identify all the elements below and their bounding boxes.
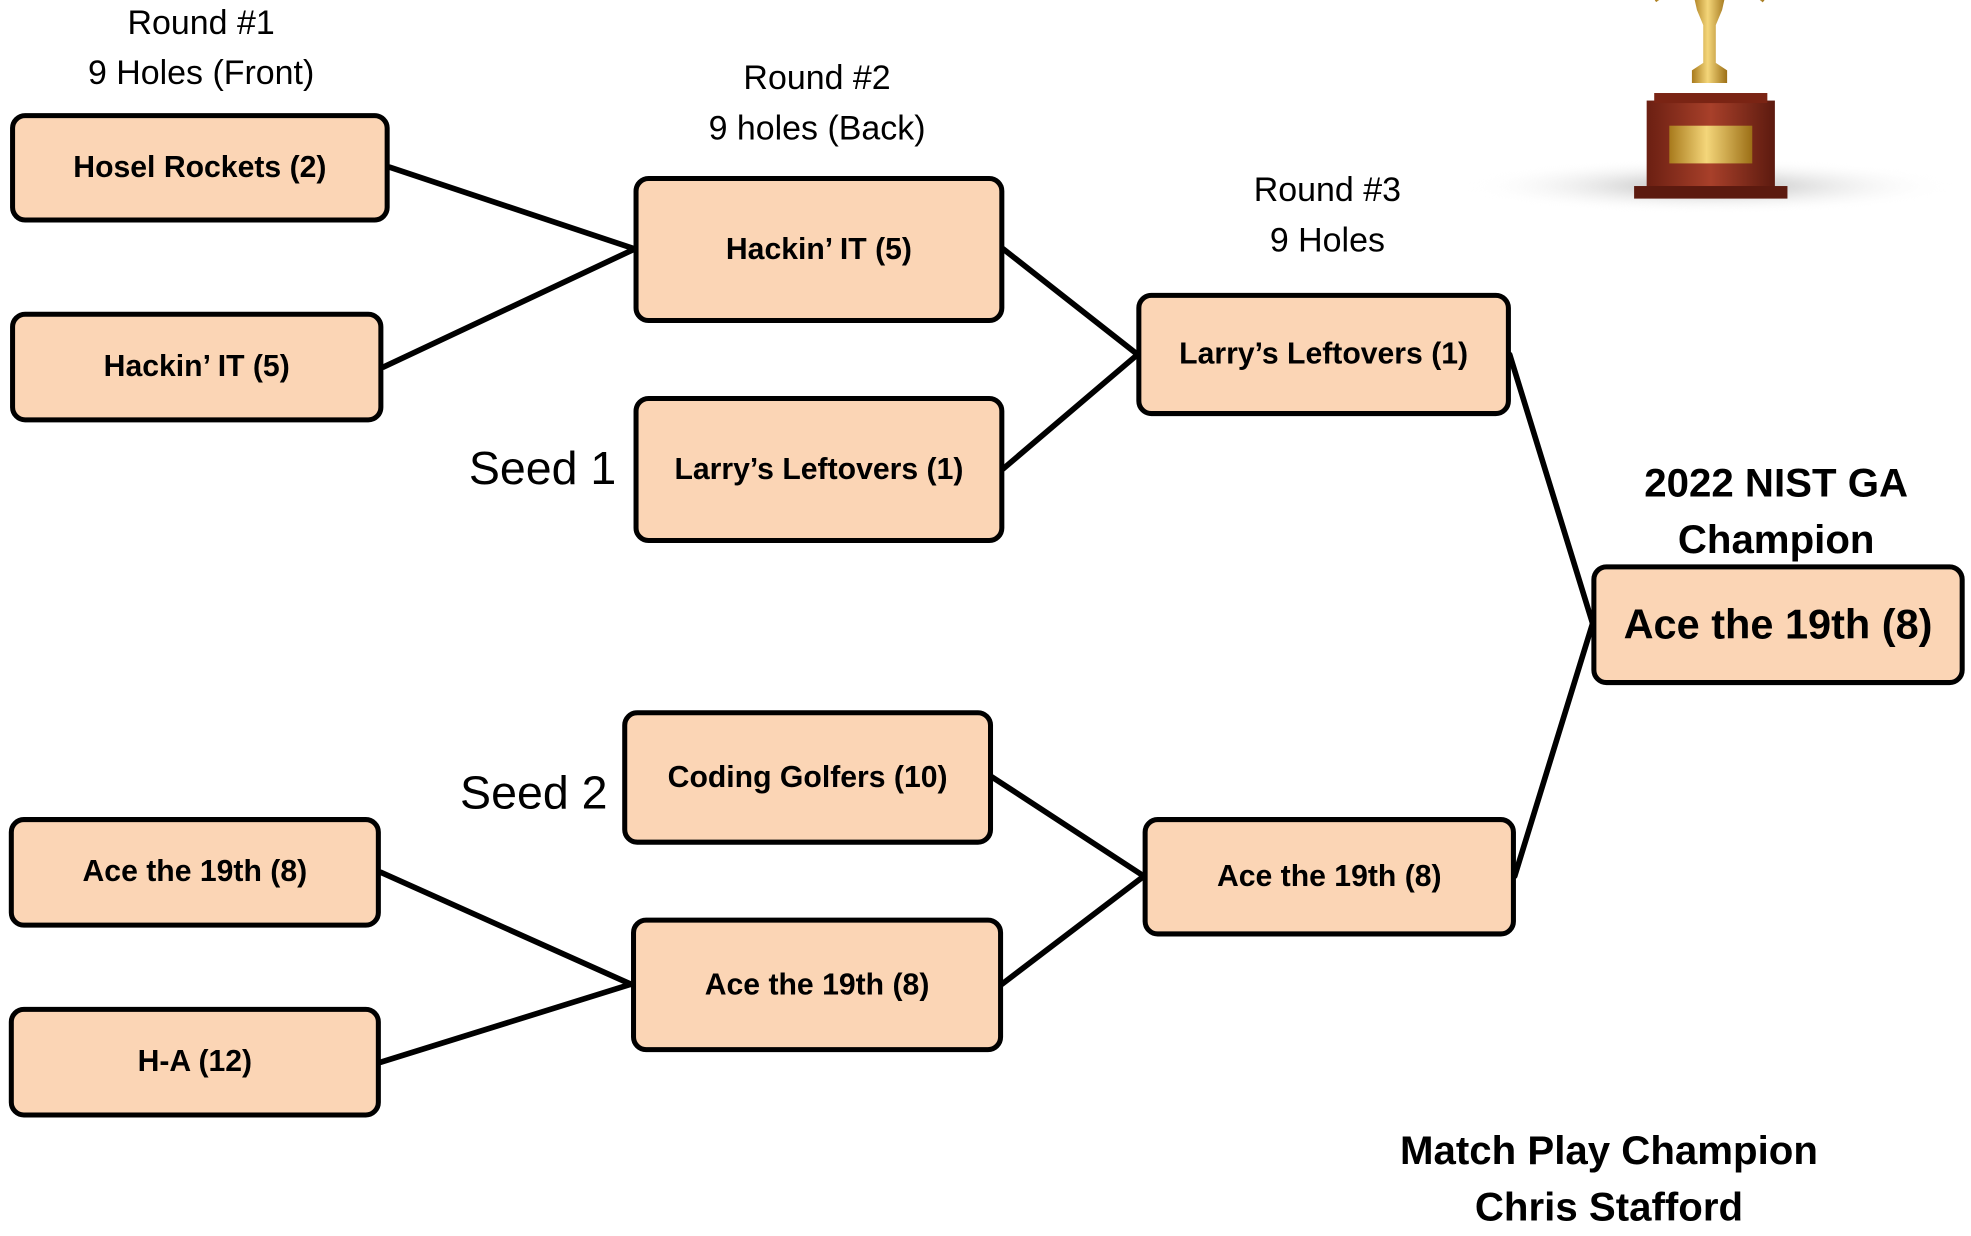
- team-box-champion: Ace the 19th (8): [1591, 564, 1965, 686]
- connector-line: [999, 873, 1147, 988]
- connector-line: [1000, 351, 1141, 472]
- trophy-icon: [1464, 0, 1955, 214]
- connector-line: [380, 246, 638, 370]
- round-1-header: Round #1 9 Holes (Front): [50, 0, 352, 98]
- team-box-round2-hackin-it: Hackin’ IT (5): [633, 175, 1005, 324]
- team-box-round1-hackin-it: Hackin’ IT (5): [10, 311, 384, 423]
- round-2-title: Round #2: [743, 59, 891, 97]
- connector-line: [378, 869, 634, 988]
- team-box-round2-coding-golfers: Coding Golfers (10): [622, 710, 994, 845]
- connector-line: [1506, 351, 1596, 627]
- champion-title: 2022 NIST GA Champion: [1588, 455, 1965, 568]
- match-play-champion: Match Play Champion Chris Stafford: [1358, 1123, 1861, 1236]
- seed-2-label: Seed 2: [460, 766, 608, 819]
- team-box-round1-ace-the-19th: Ace the 19th (8): [8, 817, 381, 928]
- champion-title-line1: 2022 NIST GA: [1644, 460, 1909, 506]
- team-box-round1-h-a: H-A (12): [8, 1006, 381, 1118]
- team-box-round2-larrys-leftovers: Larry’s Leftovers (1): [633, 395, 1005, 544]
- round-2-subtitle: 9 holes (Back): [708, 109, 926, 148]
- round-1-title: Round #1: [127, 3, 275, 42]
- team-box-round3-ace-the-19th: Ace the 19th (8): [1142, 817, 1516, 937]
- round-1-subtitle: 9 Holes (Front): [87, 54, 315, 92]
- connector-line: [1000, 246, 1141, 358]
- team-box-round1-hosel-rockets: Hosel Rockets (2): [10, 113, 390, 223]
- match-play-title: Match Play Champion: [1399, 1127, 1818, 1173]
- connector-line: [988, 773, 1147, 879]
- connector-line: [378, 981, 634, 1065]
- round-3-header: Round #3 9 Holes: [1177, 165, 1479, 266]
- connector-line: [386, 164, 638, 252]
- seed-1-label: Seed 1: [468, 442, 617, 495]
- team-box-round3-larrys-leftovers: Larry’s Leftovers (1): [1136, 292, 1511, 417]
- team-box-round2-ace-the-19th: Ace the 19th (8): [631, 917, 1004, 1053]
- match-play-name: Chris Stafford: [1474, 1184, 1744, 1230]
- connector-line: [1511, 620, 1596, 879]
- champion-title-line2: Champion: [1677, 516, 1875, 562]
- round-2-header: Round #2 9 holes (Back): [666, 53, 968, 154]
- round-3-title: Round #3: [1253, 170, 1401, 209]
- round-3-subtitle: 9 Holes: [1269, 221, 1385, 259]
